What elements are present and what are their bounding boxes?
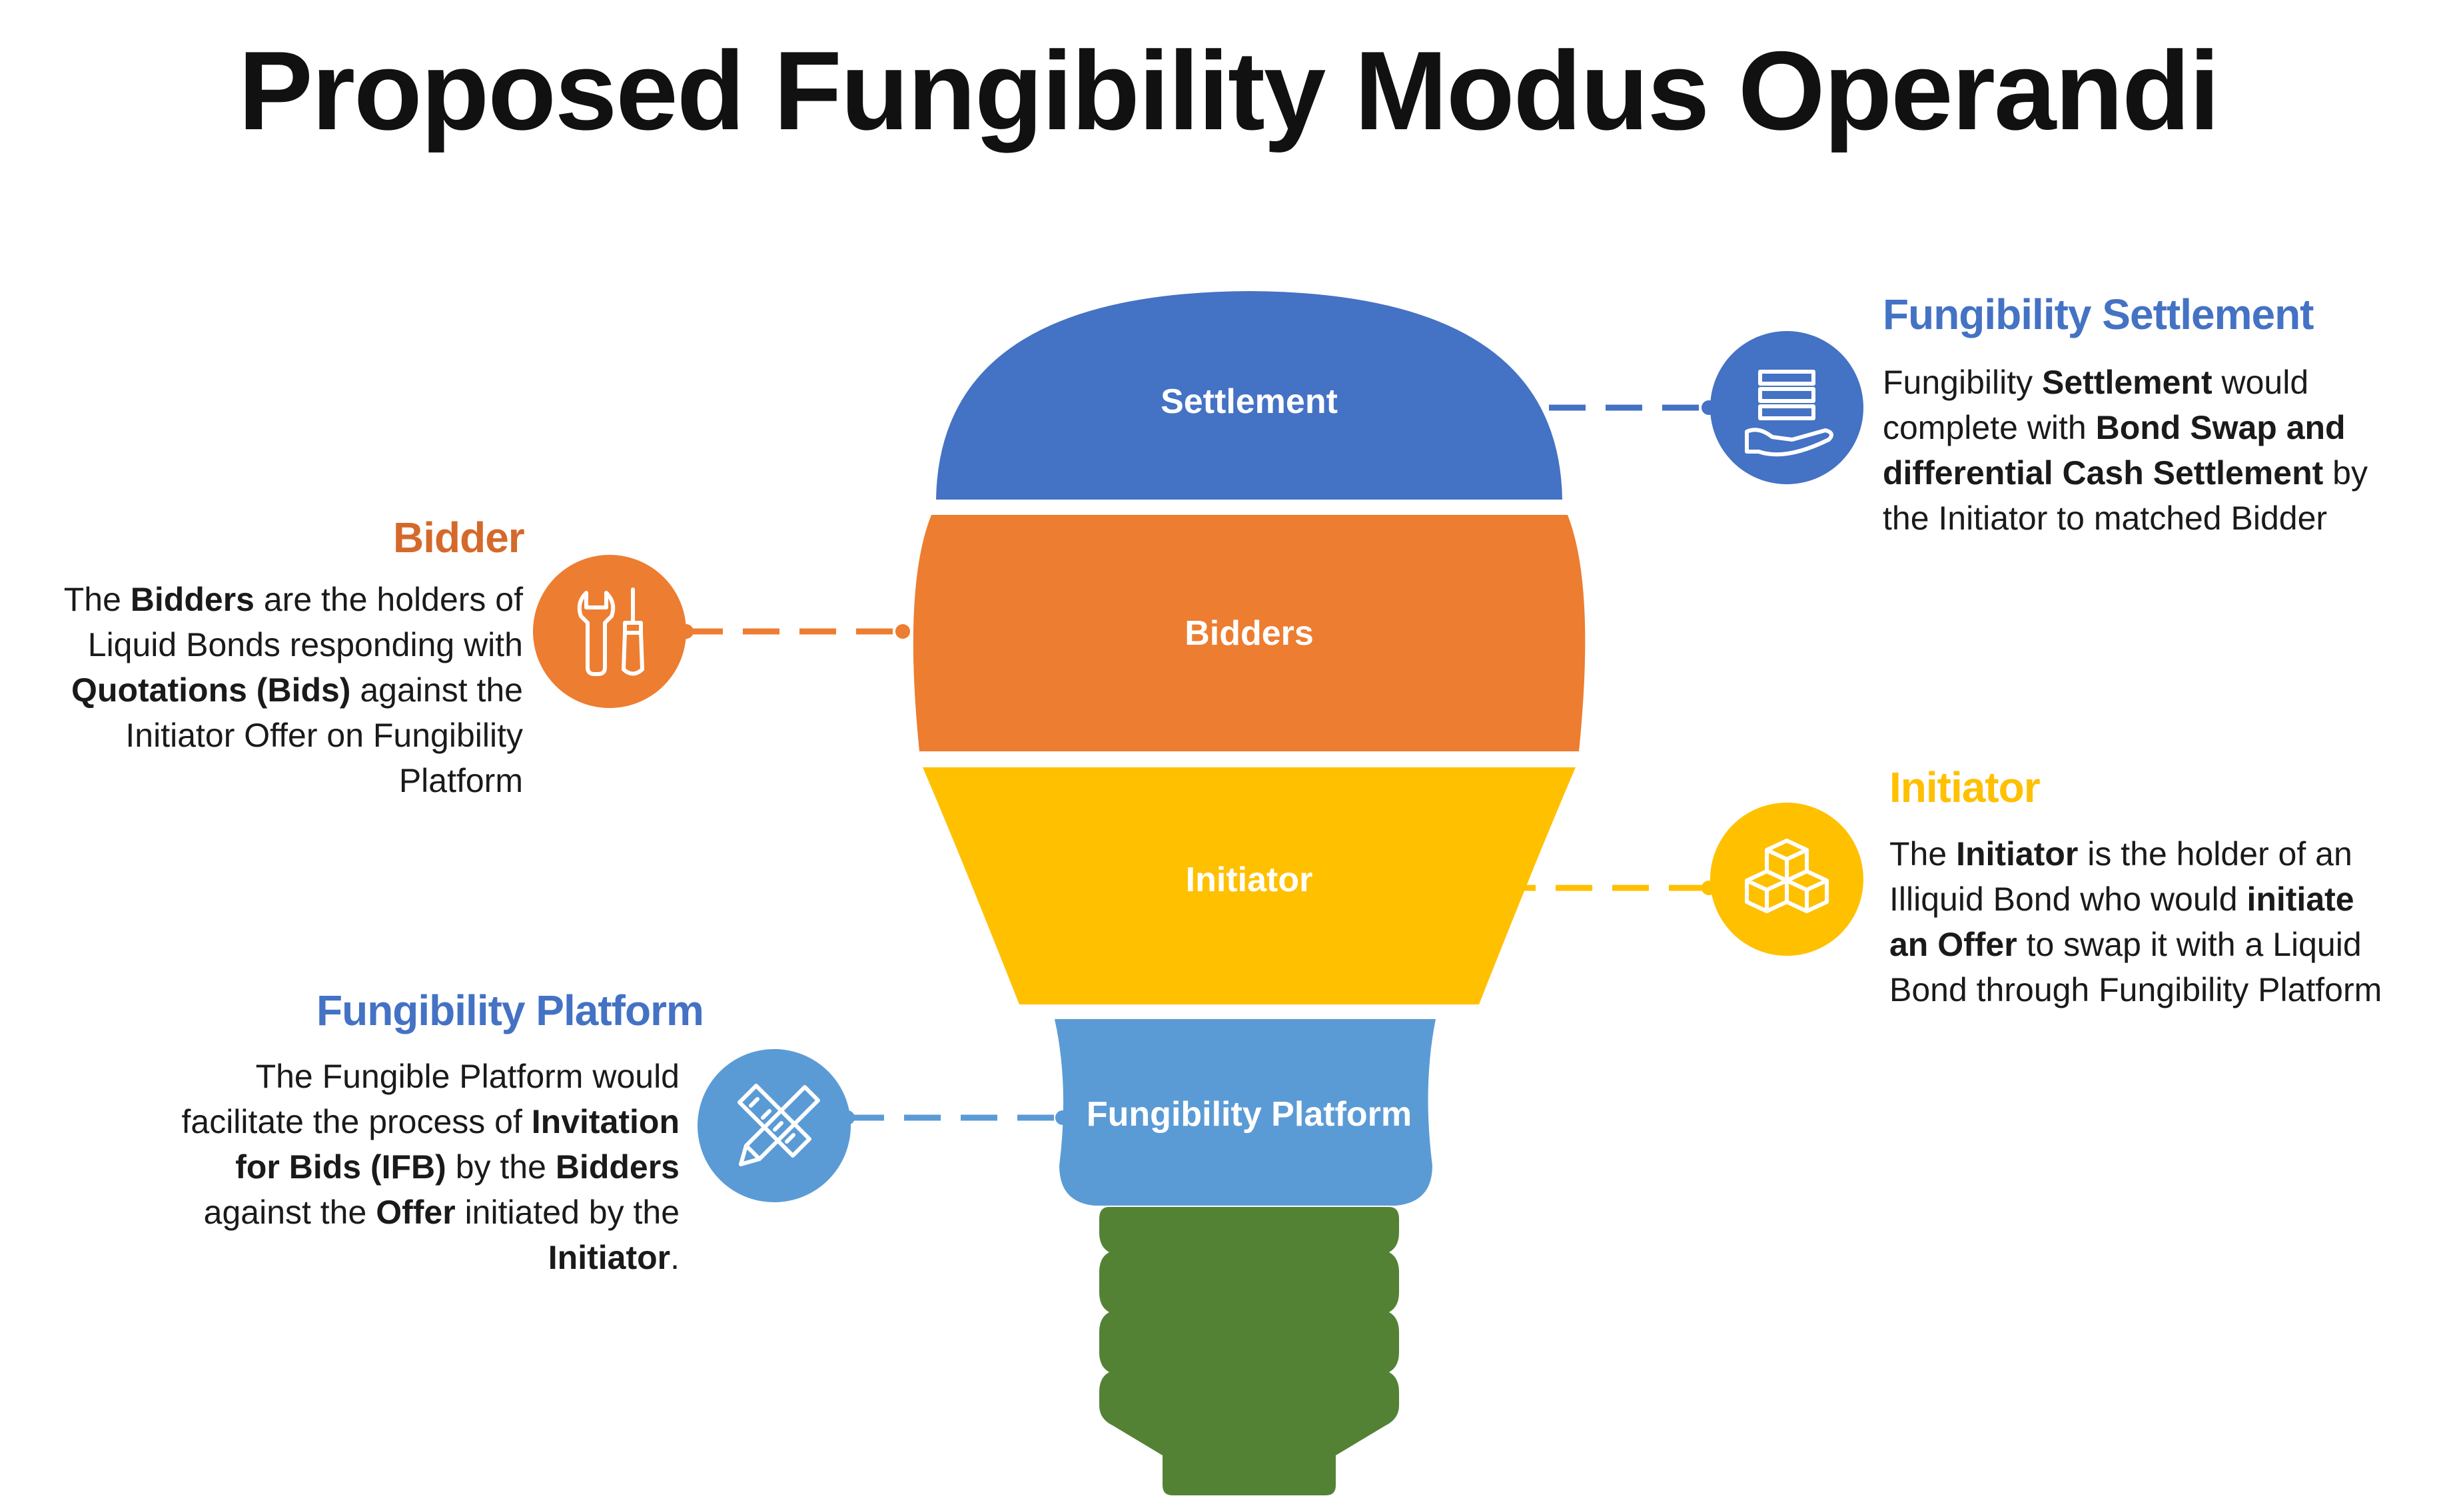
settlement-desc-line-3: differential Cash Settlement by [1883, 450, 2449, 496]
segment-label-platform: Fungibility Platform [1087, 1095, 1412, 1134]
text-span: is the holder of an [2078, 835, 2352, 873]
text-span: The [63, 581, 131, 618]
bidder-desc-line-1: The Bidders are the holders of [20, 577, 523, 622]
text-span: against the [350, 671, 523, 709]
bidder-desc-line-2: Liquid Bonds responding with [87, 626, 523, 663]
text-span: complete with [1883, 409, 2096, 446]
bidder-desc-line-3: Quotations (Bids) against the [20, 667, 523, 713]
settlement-desc-line-2: complete with Bond Swap and [1883, 405, 2449, 450]
platform-desc-line-2: facilitate the process of Invitation [20, 1099, 680, 1144]
segment-label-bidders: Bidders [1185, 614, 1314, 653]
bulb-base [1099, 1207, 1399, 1495]
platform-heading: Fungibility Platform [316, 986, 704, 1034]
cubes-icon [1710, 803, 1863, 956]
text-span: to swap it with a Liquid [2017, 926, 2362, 963]
text-bold: Quotations (Bids) [71, 671, 351, 709]
segment-label-initiator: Initiator [1186, 861, 1313, 899]
tools-icon [533, 555, 686, 708]
initiator-description: The Initiator is the holder of an Illiqu… [1889, 831, 2456, 1012]
initiator-desc-line-3: an Offer to swap it with a Liquid [1889, 922, 2456, 967]
text-span: . [670, 1239, 680, 1276]
segment-bidders [913, 515, 1586, 751]
bidder-heading: Bidder [393, 514, 525, 562]
initiator-desc-line-1: The Initiator is the holder of an [1889, 831, 2456, 877]
pencil-ruler-icon [698, 1049, 851, 1202]
text-bold: Settlement [2042, 364, 2212, 401]
segment-label-settlement: Settlement [1161, 382, 1338, 421]
segment-settlement [936, 291, 1562, 500]
settlement-description: Fungibility Settlement would complete wi… [1883, 360, 2449, 541]
connector-platform [840, 1110, 1070, 1125]
text-span: are the holders of [254, 581, 523, 618]
text-span: The [1889, 835, 1957, 873]
page-title: Proposed Fungibility Modus Operandi [238, 28, 2220, 153]
settlement-desc-line-4: the Initiator to matched Bidder [1883, 500, 2328, 537]
platform-desc-line-4: against the Offer initiated by the [20, 1190, 680, 1235]
text-bold: Offer [376, 1194, 456, 1231]
text-bold: differential Cash Settlement [1883, 454, 2324, 492]
text-span: facilitate the process of [181, 1103, 532, 1140]
initiator-desc-line-2: Illiquid Bond who would initiate [1889, 877, 2456, 922]
text-bold: Bond Swap and [2095, 409, 2346, 446]
initiator-heading: Initiator [1889, 763, 2041, 811]
bidder-desc-line-5: Platform [398, 762, 523, 799]
text-bold: initiate [2246, 881, 2354, 918]
connector-bidder [679, 624, 910, 639]
text-span: by [2323, 454, 2368, 492]
platform-desc-line-1: The Fungible Platform would [255, 1058, 680, 1095]
settlement-desc-line-1: Fungibility Settlement would [1883, 360, 2449, 405]
text-span: Illiquid Bond who would [1889, 881, 2247, 918]
hand-stack-icon [1710, 331, 1863, 484]
text-bold: Bidders [555, 1148, 680, 1186]
initiator-desc-line-4: Bond through Fungibility Platform [1889, 971, 2382, 1008]
platform-desc-line-5: Initiator. [20, 1235, 680, 1280]
segment-initiator [923, 767, 1576, 1004]
segment-platform [1055, 1019, 1436, 1206]
text-span: Fungibility [1883, 364, 2042, 401]
bidder-description: The Bidders are the holders of Liquid Bo… [20, 577, 523, 803]
text-bold: an Offer [1889, 926, 2017, 963]
text-span: by the [446, 1148, 556, 1186]
platform-desc-line-3: for Bids (IFB) by the Bidders [20, 1144, 680, 1190]
settlement-heading: Fungibility Settlement [1883, 290, 2314, 338]
text-span: initiated by the [455, 1194, 680, 1231]
text-span: would [2212, 364, 2309, 401]
platform-description: The Fungible Platform would facilitate t… [20, 1054, 680, 1280]
text-bold: Initiator [548, 1239, 671, 1276]
text-bold: for Bids (IFB) [235, 1148, 446, 1186]
text-bold: Bidders [130, 581, 254, 618]
text-span: against the [203, 1194, 376, 1231]
bidder-desc-line-4: Initiator Offer on Fungibility [125, 717, 523, 754]
text-bold: Initiator [1956, 835, 2079, 873]
text-bold: Invitation [531, 1103, 680, 1140]
